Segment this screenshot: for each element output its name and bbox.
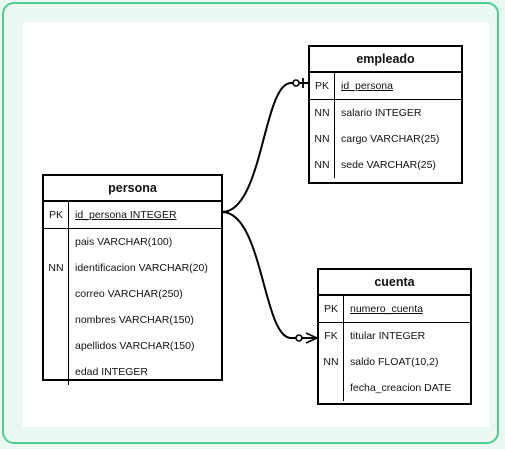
attribute-row[interactable]: pais VARCHAR(100): [44, 229, 221, 255]
entity-title: persona: [44, 176, 221, 202]
attribute-row[interactable]: NN sede VARCHAR(25): [310, 152, 461, 178]
attribute-row[interactable]: fecha_creacion DATE: [319, 375, 470, 401]
attribute-label: id_persona: [341, 80, 393, 92]
attribute-label: cargo VARCHAR(25): [341, 133, 440, 145]
attribute-row[interactable]: apellidos VARCHAR(150): [44, 333, 221, 359]
attribute-row[interactable]: edad INTEGER: [44, 359, 221, 385]
pk-row[interactable]: PK id_persona INTEGER: [44, 202, 221, 229]
key-label: FK: [324, 330, 338, 342]
attribute-row[interactable]: NN saldo FLOAT(10,2): [319, 349, 470, 375]
attribute-label: edad INTEGER: [75, 366, 148, 378]
attribute-label: apellidos VARCHAR(150): [75, 340, 195, 352]
pk-row[interactable]: PK numero_cuenta: [319, 296, 470, 323]
attribute-label: sede VARCHAR(25): [341, 159, 436, 171]
key-label: PK: [323, 303, 338, 315]
attribute-label: correo VARCHAR(250): [75, 288, 183, 300]
relationship-lines: [221, 78, 319, 344]
attribute-label: numero_cuenta: [350, 303, 423, 315]
attribute-label: pais VARCHAR(100): [75, 236, 173, 248]
key-label: PK: [314, 80, 329, 92]
diagram-frame: empleado PK id_persona NN salario INTEGE…: [2, 2, 499, 444]
attribute-row[interactable]: NN salario INTEGER: [310, 100, 461, 126]
pk-row[interactable]: PK id_persona: [310, 73, 461, 100]
key-label: PK: [48, 209, 63, 221]
attribute-label: fecha_creacion DATE: [350, 382, 452, 394]
attribute-row[interactable]: FK titular INTEGER: [319, 323, 470, 349]
diagram-canvas: empleado PK id_persona NN salario INTEGE…: [23, 22, 489, 427]
attribute-label: nombres VARCHAR(150): [75, 314, 194, 326]
attribute-row[interactable]: NN cargo VARCHAR(25): [310, 126, 461, 152]
key-label: NN: [48, 262, 64, 274]
key-column-divider: [310, 73, 335, 178]
key-column-divider: [44, 202, 69, 385]
key-label: NN: [314, 159, 330, 171]
entity-title: cuenta: [319, 270, 470, 296]
entity-cuenta[interactable]: cuenta PK numero_cuenta FK titular INTEG…: [317, 268, 472, 405]
key-column-divider: [319, 296, 344, 401]
relationship-persona-empleado: [221, 82, 308, 213]
attribute-row[interactable]: correo VARCHAR(250): [44, 281, 221, 307]
attribute-label: saldo FLOAT(10,2): [350, 356, 439, 368]
entity-empleado[interactable]: empleado PK id_persona NN salario INTEGE…: [308, 45, 463, 184]
attribute-row[interactable]: nombres VARCHAR(150): [44, 307, 221, 333]
entity-persona[interactable]: persona PK id_persona INTEGER pais VARCH…: [42, 174, 223, 385]
attribute-row[interactable]: NN identificacion VARCHAR(20): [44, 255, 221, 281]
attribute-label: identificacion VARCHAR(20): [75, 262, 208, 274]
attribute-label: salario INTEGER: [341, 107, 422, 119]
zero-marker-empleado: [292, 79, 300, 87]
key-label: NN: [314, 133, 330, 145]
relationship-persona-cuenta: [221, 211, 317, 339]
attribute-label: id_persona INTEGER: [75, 209, 177, 221]
key-label: NN: [323, 356, 339, 368]
key-label: NN: [314, 107, 330, 119]
zero-marker-cuenta: [295, 334, 303, 342]
attribute-label: titular INTEGER: [350, 330, 426, 342]
entity-title: empleado: [310, 47, 461, 73]
